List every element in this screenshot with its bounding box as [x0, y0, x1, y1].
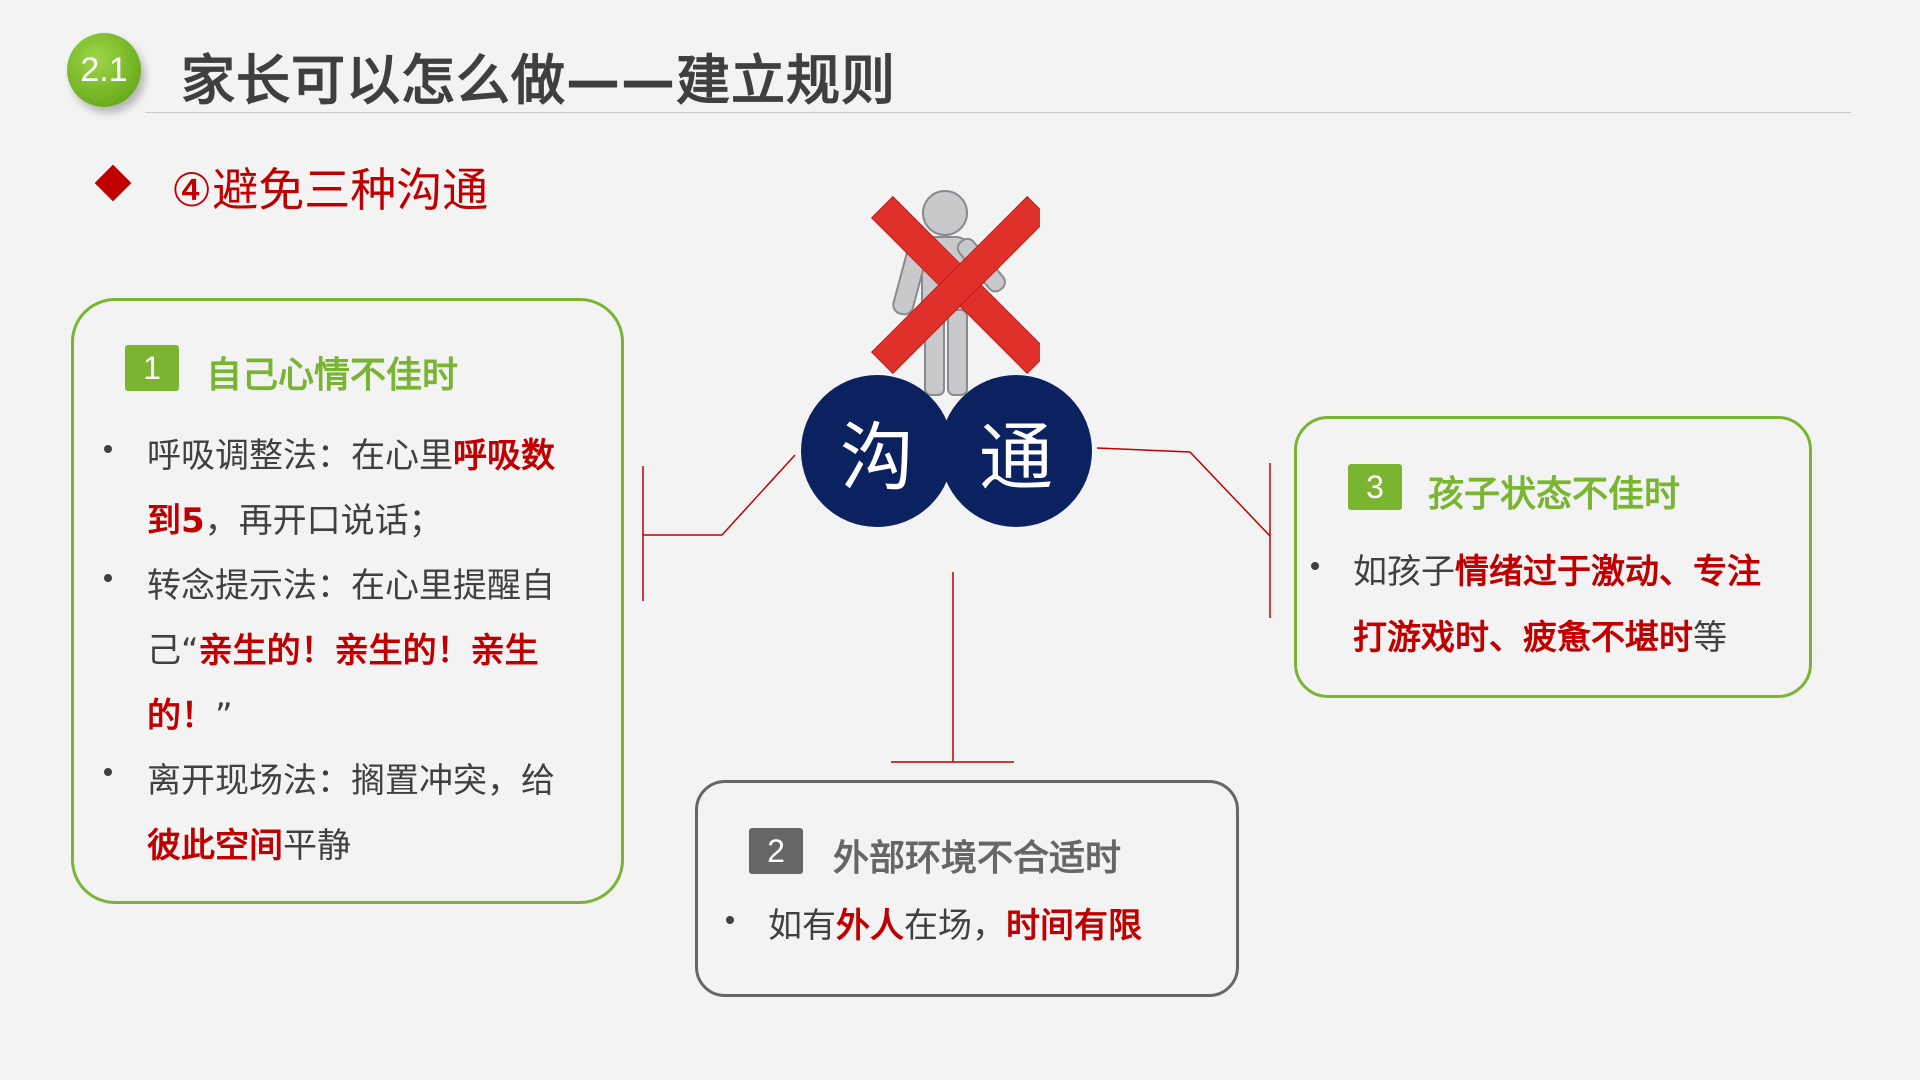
highlight-text: 到5	[147, 501, 205, 541]
text-line: 如孩子情绪过于激动、专注	[1353, 544, 1761, 593]
text-line: 到5，再开口说话；	[147, 493, 443, 542]
highlight-text: 时间有限	[1006, 906, 1142, 946]
body-text: 如孩子	[1353, 552, 1455, 592]
highlight-text: 亲生的！亲生的！亲生	[198, 631, 539, 671]
highlight-text: 呼吸数	[453, 436, 555, 476]
text-line: 彼此空间平静	[147, 818, 351, 867]
text-line: 己“亲生的！亲生的！亲生	[147, 623, 539, 672]
card-title: 自己心情不佳时	[206, 355, 459, 396]
body-text: 在场，	[904, 906, 1006, 946]
text-line: 如有外人在场，时间有限	[768, 898, 1142, 947]
text-line: 离开现场法：搁置冲突，给	[147, 753, 555, 802]
card-number-badge: 1	[125, 345, 179, 391]
text-line: 呼吸调整法：在心里呼吸数	[147, 428, 555, 477]
communication-circle-right: 通	[940, 375, 1092, 527]
connector-left	[643, 454, 796, 536]
bullet-icon	[104, 768, 112, 776]
card-number-badge: 3	[1348, 464, 1402, 510]
body-text: 呼吸调整法：在心里	[147, 436, 453, 476]
card-title: 孩子状态不佳时	[1428, 474, 1681, 515]
body-text: 转念提示法：在心里提醒自	[147, 566, 555, 606]
section-number-badge: 2.1	[67, 33, 141, 107]
highlight-text: 情绪过于激动、专注	[1455, 552, 1761, 592]
body-text: ，再开口说话；	[204, 501, 443, 541]
text-line: 打游戏时、疲惫不堪时等	[1353, 610, 1727, 659]
body-text: 等	[1693, 618, 1727, 658]
bullet-icon	[104, 574, 112, 582]
card-bad-mood	[71, 298, 624, 904]
title-divider	[145, 112, 1851, 113]
text-line: 转念提示法：在心里提醒自	[147, 558, 555, 607]
bullet-icon	[104, 445, 112, 453]
body-text: 己“	[147, 631, 199, 671]
highlight-text: 彼此空间	[147, 826, 283, 866]
body-text: ”	[215, 696, 233, 736]
text-line: 的！”	[147, 688, 233, 737]
card-number-badge: 2	[749, 828, 803, 874]
subtitle: ④避免三种沟通	[171, 163, 489, 217]
body-text: 如有	[768, 906, 836, 946]
card-child-bad-state	[1294, 416, 1812, 698]
body-text: 离开现场法：搁置冲突，给	[147, 761, 555, 801]
highlight-text: 打游戏时、疲惫不堪时	[1353, 618, 1693, 658]
bullet-icon	[1311, 562, 1319, 570]
card-unsuitable-environment	[695, 780, 1239, 997]
body-text: 平静	[283, 826, 351, 866]
connector-right	[1096, 447, 1271, 537]
bullet-icon	[726, 916, 734, 924]
highlight-text: 的！	[147, 696, 215, 736]
communication-circle-left: 沟	[801, 375, 953, 527]
card-title: 外部环境不合适时	[833, 838, 1122, 879]
highlight-text: 外人	[836, 906, 904, 946]
page-title: 家长可以怎么做——建立规则	[181, 49, 896, 112]
person-with-cross-icon	[870, 190, 1040, 396]
